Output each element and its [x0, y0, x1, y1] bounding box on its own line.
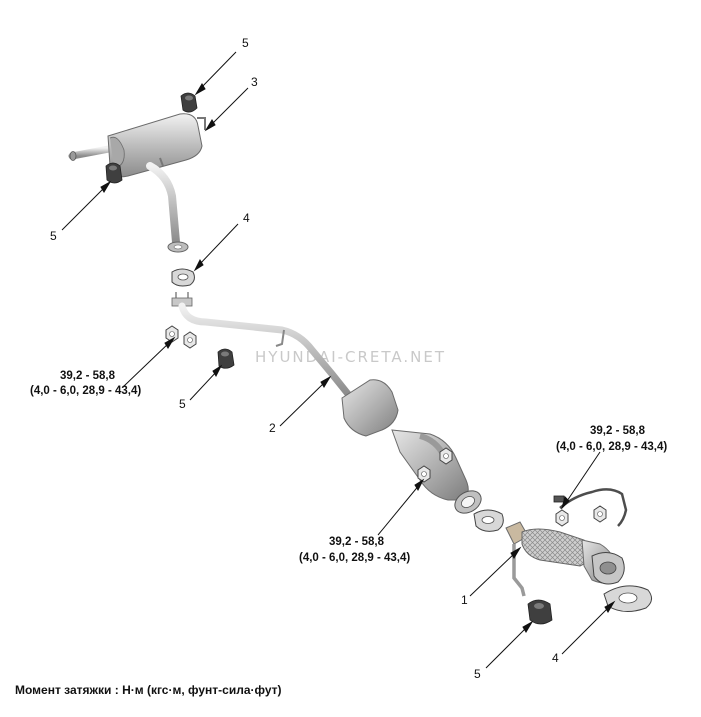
rubber-hanger-bottom — [527, 599, 553, 625]
rear-muffler — [68, 113, 206, 253]
callout-2: 2 — [269, 421, 276, 435]
flange-nuts-rear — [165, 325, 197, 349]
gasket-upper — [171, 268, 195, 287]
gasket-middle — [473, 509, 504, 532]
torque-units-legend: Момент затяжки : Н·м (кгс·м, фунт-сила·ф… — [15, 683, 282, 697]
leader-lines — [61, 51, 616, 669]
center-pipe — [171, 292, 482, 514]
callout-4-lower: 4 — [552, 651, 559, 665]
callout-5-left: 5 — [50, 229, 57, 243]
watermark-text: HYUNDAI-CRETA.NET — [255, 348, 446, 366]
callout-5-mid: 5 — [179, 397, 186, 411]
rubber-hanger-mid — [217, 348, 235, 369]
callout-3: 3 — [251, 75, 258, 89]
callout-4-upper: 4 — [243, 211, 250, 225]
rubber-hanger-top — [180, 92, 198, 113]
rubber-hanger-left — [105, 162, 123, 184]
callout-5-bottom: 5 — [474, 667, 481, 681]
gasket-lower — [603, 585, 652, 612]
callout-5-top: 5 — [242, 36, 249, 50]
front-pipe — [505, 488, 628, 597]
torque-center-conversion: (4,0 - 6,0, 28,9 - 43,4) — [299, 552, 410, 564]
flange-nuts-front — [555, 505, 607, 527]
torque-center-value: 39,2 - 58,8 — [329, 536, 385, 548]
flange-nuts-center — [417, 447, 453, 483]
torque-left-value: 39,2 - 58,8 — [60, 370, 116, 382]
torque-right-value: 39,2 - 58,8 — [590, 425, 646, 437]
torque-left-conversion: (4,0 - 6,0, 28,9 - 43,4) — [30, 385, 141, 397]
torque-right-conversion: (4,0 - 6,0, 28,9 - 43,4) — [556, 441, 667, 453]
callout-1: 1 — [461, 593, 468, 607]
